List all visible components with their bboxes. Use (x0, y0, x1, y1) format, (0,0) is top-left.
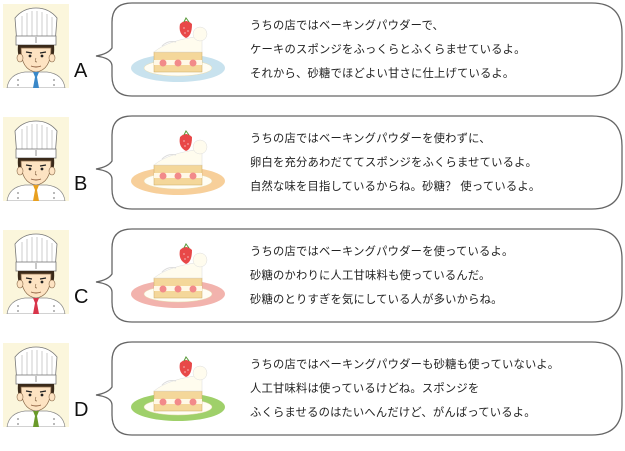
speech-line: 砂糖のとりすぎを気にしている人が多いからね。 (250, 293, 503, 306)
speech-line: それから、砂糖でほどよい甘さに仕上げているよ。 (250, 67, 515, 80)
speech-line: ケーキのスポンジをふっくらとふくらませているよ。 (250, 43, 526, 56)
speech-bubble (95, 2, 623, 97)
speech-line: 人工甘味料は使っているけどね。スポンジを (250, 382, 480, 395)
chef-row-c: C うちの店ではベーキングパウダーを使っているよ。 砂糖のかわりに人工甘味料も使… (0, 226, 625, 338)
speech-line: うちの店ではベーキングパウダーを使っているよ。 (250, 245, 514, 258)
option-label: C (74, 286, 89, 308)
necktie (33, 298, 39, 314)
speech-bubble (95, 228, 623, 323)
chef-row-b: B うちの店ではベーキングパウダーを使わずに、 卵白を充分あわだててスポンジをふ… (0, 113, 625, 225)
chef-row-d: D うちの店ではベーキングパウダーも砂糖も使っていないよ。 人工甘味料は使ってい… (0, 339, 625, 451)
necktie (33, 411, 39, 427)
speech-line: うちの店ではベーキングパウダーを使わずに、 (250, 132, 491, 145)
speech-line: 砂糖のかわりに人工甘味料も使っているんだ。 (250, 269, 491, 282)
speech-text: うちの店ではベーキングパウダーを使っているよ。 砂糖のかわりに人工甘味料も使って… (250, 240, 514, 312)
necktie (33, 185, 39, 201)
cake-illustration (131, 356, 225, 421)
speech-line: 自然な味を目指しているからね。砂糖？ 使っているよ。 (250, 180, 541, 193)
cake-illustration (131, 130, 225, 195)
chef-row-a: A うちの店ではベーキングパウダーで、 ケーキのスポンジをふっくらとふくらませて… (0, 0, 625, 112)
chef-illustration (3, 343, 69, 427)
speech-text: うちの店ではベーキングパウダーで、 ケーキのスポンジをふっくらとふくらませている… (250, 14, 526, 86)
chef-illustration (3, 117, 69, 201)
speech-text: うちの店ではベーキングパウダーも砂糖も使っていないよ。 人工甘味料は使っているけ… (250, 353, 559, 425)
speech-line: 卵白を充分あわだててスポンジをふくらませているよ。 (250, 156, 538, 169)
speech-text: うちの店ではベーキングパウダーを使わずに、 卵白を充分あわだててスポンジをふくら… (250, 127, 540, 199)
option-label: D (74, 399, 89, 421)
option-label: B (74, 173, 88, 195)
chef-illustration (3, 230, 69, 314)
chef-illustration (3, 4, 69, 88)
cake-illustration (131, 17, 225, 82)
speech-bubble (95, 115, 623, 210)
option-label: A (74, 60, 88, 82)
speech-line: ふくらませるのはたいへんだけど、がんばっているよ。 (250, 406, 536, 419)
speech-line: うちの店ではベーキングパウダーも砂糖も使っていないよ。 (250, 358, 560, 371)
necktie (33, 72, 39, 88)
cake-illustration (131, 243, 225, 308)
speech-bubble (95, 341, 623, 436)
speech-line: うちの店ではベーキングパウダーで、 (250, 19, 444, 32)
